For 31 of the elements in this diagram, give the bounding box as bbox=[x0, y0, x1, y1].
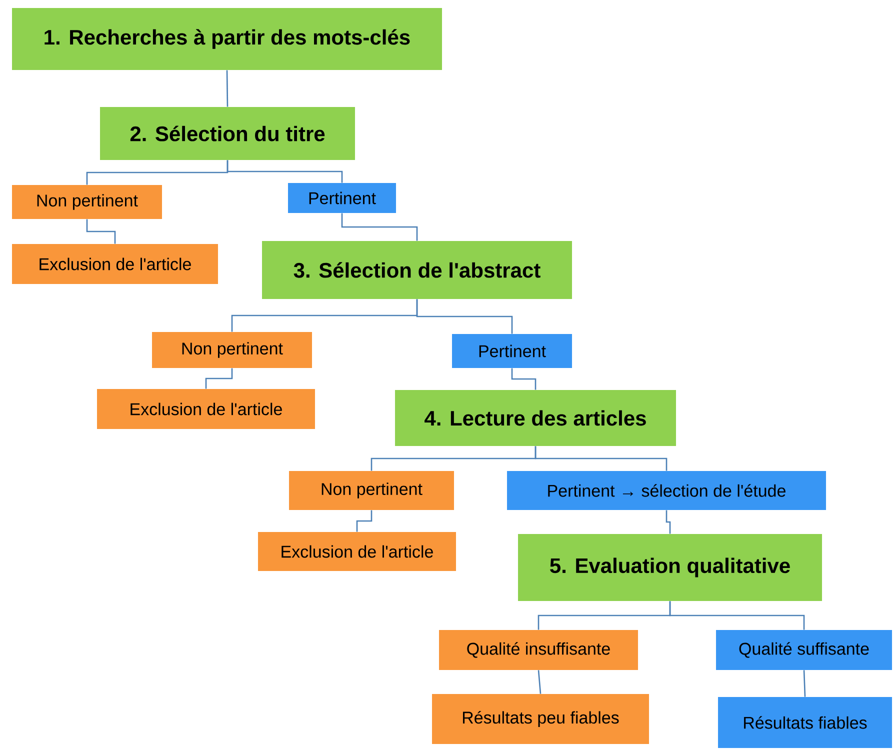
connector-line bbox=[226, 160, 343, 183]
step-box: 4. Lecture des articles bbox=[395, 390, 676, 446]
connector-line bbox=[356, 510, 372, 532]
outcome-box: Non pertinent bbox=[152, 332, 312, 368]
step-box: 1. Recherches à partir des mots-clés bbox=[12, 8, 442, 70]
connector-line bbox=[803, 670, 806, 697]
connector-line bbox=[538, 670, 542, 694]
connector-line bbox=[511, 368, 536, 390]
outcome-box: Résultats peu fiables bbox=[432, 694, 649, 744]
outcome-box: Exclusion de l'article bbox=[12, 244, 218, 284]
outcome-box: Non pertinent bbox=[12, 185, 162, 219]
outcome-box: Pertinent bbox=[288, 183, 396, 213]
outcome-box: Pertinent bbox=[452, 334, 572, 368]
outcome-box: Exclusion de l'article bbox=[258, 532, 456, 571]
step-box: 3. Sélection de l'abstract bbox=[262, 241, 572, 299]
outcome-box: Qualité suffisante bbox=[716, 630, 892, 670]
connector-line bbox=[416, 299, 513, 334]
connector-line bbox=[205, 368, 233, 389]
outcome-box: Exclusion de l'article bbox=[97, 389, 315, 429]
connector-line bbox=[534, 446, 668, 471]
outcome-box: Non pertinent bbox=[289, 471, 454, 510]
outcome-box: Qualité insuffisante bbox=[439, 630, 638, 670]
connector-line bbox=[86, 219, 116, 244]
connector-line bbox=[226, 70, 228, 107]
outcome-box: Pertinent → sélection de l'étude bbox=[507, 471, 826, 510]
connector-line bbox=[669, 601, 805, 630]
step-box: 5. Evaluation qualitative bbox=[518, 534, 822, 601]
outcome-box: Résultats fiables bbox=[718, 697, 892, 748]
connector-line bbox=[341, 213, 418, 241]
connector-line bbox=[666, 510, 671, 534]
step-box: 2. Sélection du titre bbox=[100, 107, 355, 160]
